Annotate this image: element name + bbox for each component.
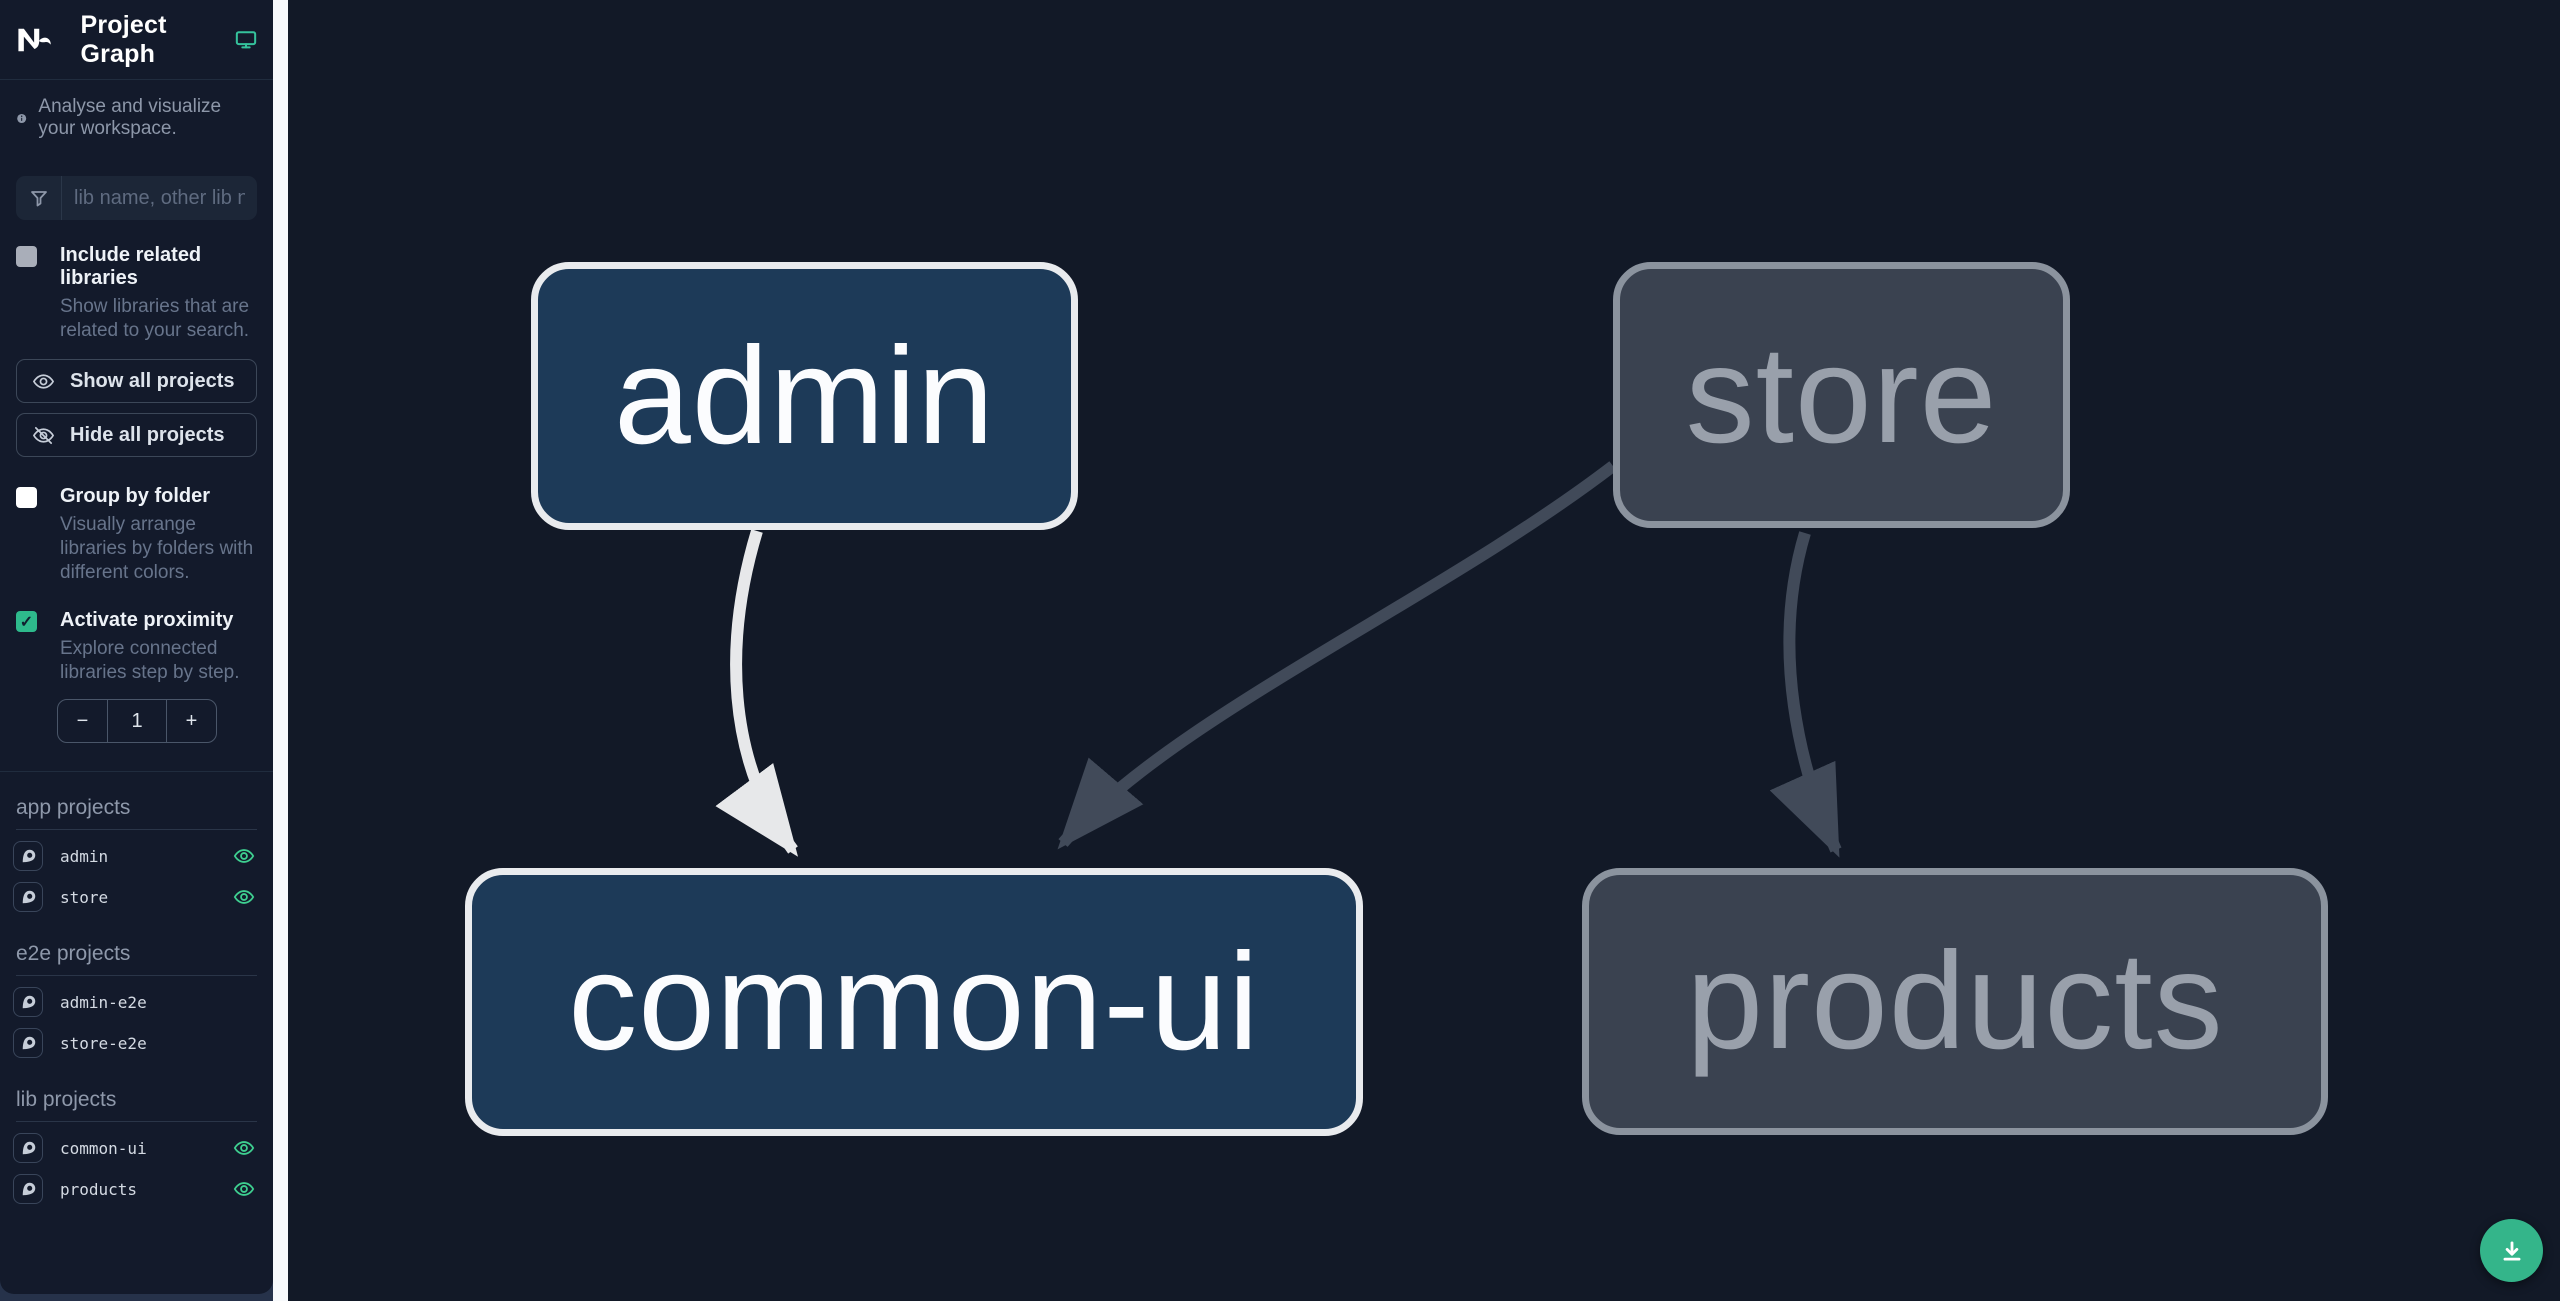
- group-by-folder-description: Visually arrange libraries by folders wi…: [60, 514, 254, 583]
- group-by-folder-label: Group by folder: [60, 485, 210, 507]
- include-related-option: Include related libraries Show libraries…: [0, 244, 273, 343]
- focus-project-button[interactable]: [13, 1174, 43, 1204]
- project-row-admin: admin: [0, 841, 273, 871]
- include-related-description: Show libraries that are related to your …: [60, 296, 250, 341]
- section-heading: lib projects: [16, 1088, 257, 1122]
- project-row-common-ui: common-ui: [0, 1133, 273, 1163]
- workspace-tagline: Analyse and visualize your workspace.: [16, 96, 257, 140]
- project-name: common-ui: [60, 1138, 147, 1158]
- node-label: admin: [614, 318, 995, 473]
- filter-funnel-icon: [16, 176, 62, 220]
- monitor-icon[interactable]: [235, 29, 257, 51]
- nx-logo: [18, 28, 51, 51]
- proximity-stepper: − 1 +: [57, 699, 217, 743]
- graph-node-store[interactable]: store: [1613, 262, 2070, 528]
- toggle-visibility-eye-icon[interactable]: [233, 1137, 255, 1159]
- project-name: store: [60, 887, 109, 907]
- section-heading: app projects: [16, 796, 257, 830]
- search-input[interactable]: [62, 186, 257, 210]
- focus-pin-icon: [22, 890, 35, 903]
- focus-pin-icon: [22, 849, 35, 862]
- hide-all-label: Hide all projects: [70, 423, 225, 446]
- proximity-value: 1: [107, 700, 167, 742]
- proximity-decrement-button[interactable]: −: [58, 700, 107, 742]
- sidebar-resize-divider[interactable]: [273, 0, 288, 1301]
- project-row-store: store: [0, 882, 273, 912]
- sidebar-header: Project Graph: [0, 0, 273, 80]
- group-by-folder-option: Group by folder Visually arrange librari…: [0, 485, 273, 585]
- section-lib-projects: lib projects common-ui: [0, 1088, 273, 1204]
- focus-project-button[interactable]: [13, 882, 43, 912]
- focus-pin-icon: [22, 1036, 35, 1049]
- node-label: products: [1686, 924, 2224, 1078]
- eye-off-icon: [32, 426, 55, 444]
- node-label: store: [1685, 317, 1998, 472]
- project-row-products: products: [0, 1174, 273, 1204]
- activate-proximity-label: Activate proximity: [60, 609, 234, 631]
- eye-icon: [32, 373, 55, 389]
- focus-project-button[interactable]: [13, 987, 43, 1017]
- project-row-store-e2e: store-e2e: [0, 1028, 273, 1058]
- project-name: store-e2e: [60, 1033, 147, 1053]
- focus-pin-icon: [22, 1141, 35, 1154]
- tagline-text: Analyse and visualize your workspace.: [38, 96, 222, 139]
- activate-proximity-checkbox[interactable]: ✓: [16, 611, 37, 632]
- graph-node-common-ui[interactable]: common-ui: [465, 868, 1363, 1136]
- edge-store-to-products[interactable]: [1769, 531, 1842, 858]
- library-search: [16, 176, 257, 220]
- toggle-visibility-eye-icon[interactable]: [233, 845, 255, 867]
- page-title: Project Graph: [80, 10, 167, 68]
- hide-all-projects-button[interactable]: Hide all projects: [16, 413, 257, 457]
- focus-pin-icon: [22, 1182, 35, 1195]
- activate-proximity-description: Explore connected libraries step by step…: [60, 638, 240, 683]
- section-app-projects: app projects admin: [0, 796, 273, 912]
- section-heading: e2e projects: [16, 942, 257, 976]
- activate-proximity-option: ✓ Activate proximity Explore connected l…: [0, 609, 273, 685]
- include-related-checkbox[interactable]: [16, 246, 37, 267]
- focus-project-button[interactable]: [13, 1028, 43, 1058]
- download-icon: [2503, 1240, 2520, 1261]
- section-e2e-projects: e2e projects admin-e2e stor: [0, 942, 273, 1058]
- edge-admin-to-common-ui[interactable]: [715, 529, 799, 857]
- dependency-edges: [715, 461, 1842, 858]
- group-by-folder-checkbox[interactable]: [16, 487, 37, 508]
- focus-pin-icon: [22, 995, 35, 1008]
- sidebar-panel: Project Graph Analyse and visualize your…: [0, 0, 273, 1294]
- show-all-projects-button[interactable]: Show all projects: [16, 359, 257, 403]
- toggle-visibility-eye-icon[interactable]: [233, 886, 255, 908]
- graph-node-admin[interactable]: admin: [531, 262, 1078, 530]
- sidebar-divider: [0, 771, 273, 772]
- project-name: admin: [60, 846, 109, 866]
- proximity-increment-button[interactable]: +: [167, 700, 216, 742]
- download-image-button[interactable]: [2480, 1219, 2543, 1282]
- project-name: admin-e2e: [60, 992, 147, 1012]
- include-related-label: Include related libraries: [60, 244, 202, 289]
- graph-node-products[interactable]: products: [1582, 868, 2328, 1135]
- focus-project-button[interactable]: [13, 841, 43, 871]
- project-name: products: [60, 1179, 138, 1199]
- show-all-label: Show all projects: [70, 369, 235, 392]
- focus-project-button[interactable]: [13, 1133, 43, 1163]
- info-icon: [17, 113, 27, 123]
- graph-canvas[interactable]: admin store common-ui products: [288, 0, 2560, 1301]
- project-row-admin-e2e: admin-e2e: [0, 987, 273, 1017]
- toggle-visibility-eye-icon[interactable]: [233, 1178, 255, 1200]
- edge-store-to-common-ui[interactable]: [1057, 461, 1617, 850]
- node-label: common-ui: [568, 924, 1260, 1079]
- sidebar: Project Graph Analyse and visualize your…: [0, 0, 273, 1301]
